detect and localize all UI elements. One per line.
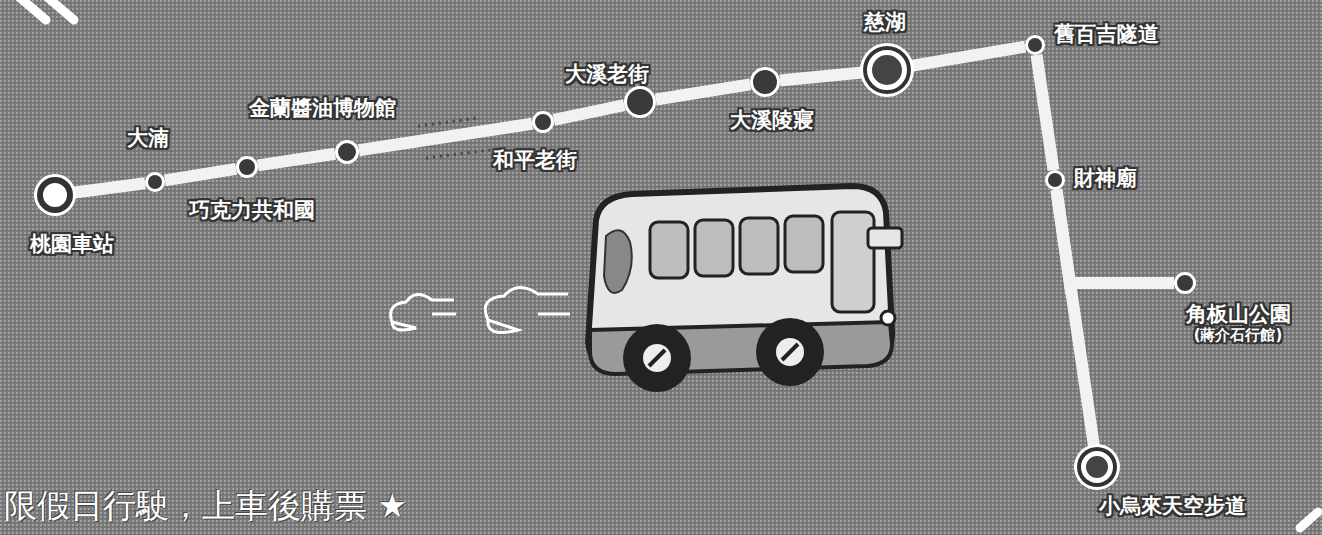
station-name: 角板山公園	[1186, 302, 1291, 326]
route-line	[656, 84, 750, 99]
station-name: 大湳	[127, 126, 169, 150]
bus	[588, 186, 902, 392]
station-stop: 財神廟	[1045, 170, 1065, 190]
station-name: 巧克力共和國	[189, 198, 315, 222]
dotted-marks	[418, 118, 490, 158]
route-line	[165, 169, 236, 181]
station-stop: 桃園車站	[37, 177, 73, 213]
route-line	[359, 124, 532, 151]
station-name: 金蘭醬油博物館	[249, 96, 396, 120]
station-name: 和平老街	[493, 148, 577, 172]
route-line	[1056, 190, 1094, 451]
station-stop: 金蘭醬油博物館	[335, 140, 359, 164]
station-stop: 小烏來天空步道	[1081, 451, 1113, 483]
station-name: 舊百吉隧道	[1054, 22, 1159, 46]
corner-stripes	[18, 0, 1318, 528]
route-line	[73, 183, 145, 192]
service-note: 限假日行駛，上車後購票 ★	[4, 484, 407, 529]
route-line	[907, 47, 1025, 67]
station-name: 大溪陵寢	[730, 108, 814, 132]
station-stop: 慈湖	[867, 50, 907, 90]
station-stop: 大溪陵寢	[750, 67, 780, 97]
station-name: 慈湖	[864, 10, 906, 34]
station-stop: 和平老街	[532, 111, 554, 133]
route-line	[780, 72, 867, 81]
station-stop: 大湳	[145, 172, 165, 192]
station-stop: 角板山公園(蔣介石行館)	[1174, 272, 1196, 294]
station-stop: 大溪老街	[624, 86, 656, 118]
station-name: 財神廟	[1074, 166, 1137, 190]
route-line	[1037, 55, 1054, 170]
station-stop: 巧克力共和國	[236, 156, 258, 178]
station-note: (蔣介石行館)	[1194, 327, 1283, 344]
station-name: 小烏來天空步道	[1099, 494, 1246, 518]
station-stop: 舊百吉隧道	[1025, 35, 1045, 55]
route-line	[258, 154, 335, 166]
route-line	[554, 105, 625, 120]
station-name: 桃園車站	[30, 232, 114, 256]
station-name: 大溪老街	[565, 62, 649, 86]
exhaust-clouds	[391, 287, 570, 332]
